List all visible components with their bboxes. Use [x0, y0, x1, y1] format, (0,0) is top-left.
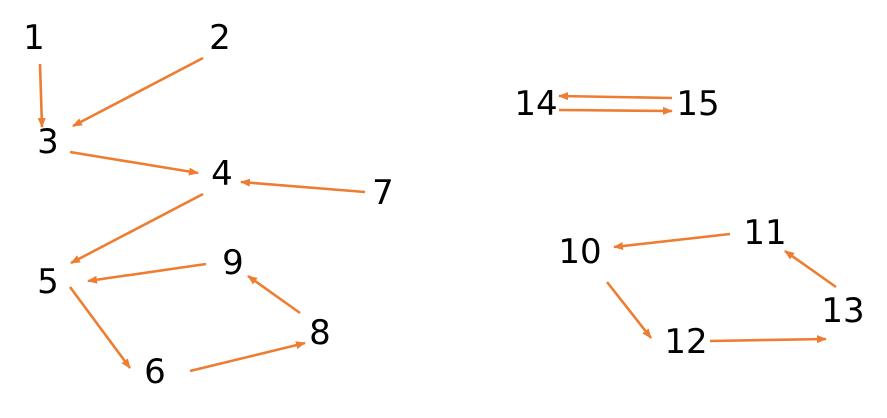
arrow-10-to-12 [605, 281, 653, 339]
node-label-3: 3 [37, 122, 59, 162]
node-label-10: 10 [558, 232, 602, 272]
arrow-9-to-5 [87, 262, 207, 284]
arrow-4-to-5 [70, 192, 204, 265]
arrow-14-to-15 [558, 106, 673, 115]
arrow-5-to-6 [68, 286, 132, 369]
arrow-13-to-11 [784, 249, 837, 289]
node-label-13: 13 [821, 291, 865, 331]
arrow-11-to-10 [613, 232, 731, 250]
arrow-15-to-14 [558, 92, 673, 101]
arrow-6-to-8 [189, 341, 306, 373]
node-label-1: 1 [23, 18, 45, 58]
edges-layer [37, 56, 837, 373]
node-label-11: 11 [743, 213, 787, 253]
node-label-5: 5 [37, 262, 59, 302]
node-label-4: 4 [211, 154, 233, 194]
arrow-3-to-4 [69, 150, 199, 176]
arrow-8-to-9 [247, 274, 301, 315]
node-label-8: 8 [309, 313, 331, 353]
arrow-1-to-3 [37, 63, 46, 128]
arrow-7-to-4 [240, 178, 366, 194]
node-label-14: 14 [514, 84, 558, 124]
node-label-2: 2 [209, 18, 231, 58]
node-label-7: 7 [372, 173, 394, 213]
node-label-12: 12 [664, 322, 708, 362]
arrow-12-to-13 [709, 335, 827, 344]
node-label-15: 15 [676, 84, 720, 124]
node-label-6: 6 [144, 352, 166, 392]
node-label-9: 9 [222, 243, 244, 283]
arrow-2-to-3 [72, 56, 204, 128]
